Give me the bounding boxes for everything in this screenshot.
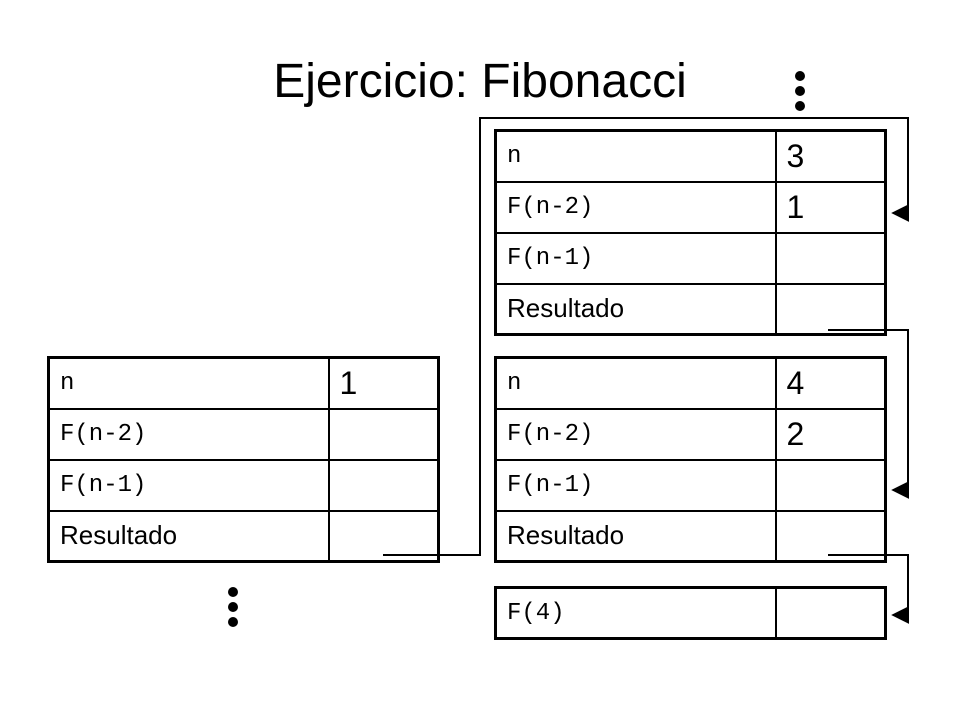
- row-label-f-n-2: F(n-2): [494, 180, 777, 234]
- row-value-resultado: [327, 509, 440, 563]
- row-label-resultado: Resultado: [47, 509, 330, 563]
- frame-row-f-n-2: F(n-2) 2: [494, 407, 887, 461]
- row-label-f-n-2: F(n-2): [494, 407, 777, 461]
- stack-frame-n1: n 1 F(n-2) F(n-1) Resultado: [47, 356, 440, 563]
- frame-row-n: n 3: [494, 129, 887, 183]
- frame-row-f-n-1: F(n-1): [494, 458, 887, 512]
- frame-row-resultado: Resultado: [494, 509, 887, 563]
- row-label-f-n-1: F(n-1): [494, 458, 777, 512]
- ellipsis-bottom-icon: [228, 587, 238, 627]
- row-label-f-n-1: F(n-1): [494, 231, 777, 285]
- frame-row-resultado: Resultado: [47, 509, 440, 563]
- frame-row-resultado: Resultado: [494, 282, 887, 336]
- stack-frame-n4: n 4 F(n-2) 2 F(n-1) Resultado: [494, 356, 887, 563]
- frame-row-n: n 1: [47, 356, 440, 410]
- row-label-f-n-1: F(n-1): [47, 458, 330, 512]
- frame-row-f-n-2: F(n-2) 1: [494, 180, 887, 234]
- row-label-resultado: Resultado: [494, 282, 777, 336]
- row-value-resultado: [774, 509, 887, 563]
- row-label-n: n: [494, 356, 777, 410]
- row-value-f-n-1: [774, 458, 887, 512]
- row-label-n: n: [47, 356, 330, 410]
- connector-result-n3-to-n4: [828, 329, 910, 499]
- row-value-f-n-2: 1: [774, 180, 887, 234]
- stack-frame-n3: n 3 F(n-2) 1 F(n-1) Resultado: [494, 129, 887, 336]
- row-value-n: 1: [327, 356, 440, 410]
- frame-row-n: n 4: [494, 356, 887, 410]
- frame-row-f-n-2: F(n-2): [47, 407, 440, 461]
- row-value-f-n-2: 2: [774, 407, 887, 461]
- row-value-resultado: [774, 282, 887, 336]
- row-value-f-n-1: [327, 458, 440, 512]
- connector-result-n4-to-f4: [828, 554, 910, 624]
- row-label-n: n: [494, 129, 777, 183]
- ellipsis-top-icon: [795, 71, 805, 111]
- row-label-call: F(4): [494, 586, 777, 640]
- row-label-f-n-2: F(n-2): [47, 407, 330, 461]
- row-value-f-n-1: [774, 231, 887, 285]
- frame-row-f-n-1: F(n-1): [494, 231, 887, 285]
- row-value-n: 4: [774, 356, 887, 410]
- call-frame-f4: F(4): [494, 586, 887, 640]
- frame-row-f-n-1: F(n-1): [47, 458, 440, 512]
- row-value-call: [774, 586, 887, 640]
- connector-result-n1-to-n3: [383, 117, 910, 556]
- row-value-n: 3: [774, 129, 887, 183]
- row-value-f-n-2: [327, 407, 440, 461]
- row-label-resultado: Resultado: [494, 509, 777, 563]
- frame-row-call: F(4): [494, 586, 887, 640]
- page-title: Ejercicio: Fibonacci: [273, 55, 687, 108]
